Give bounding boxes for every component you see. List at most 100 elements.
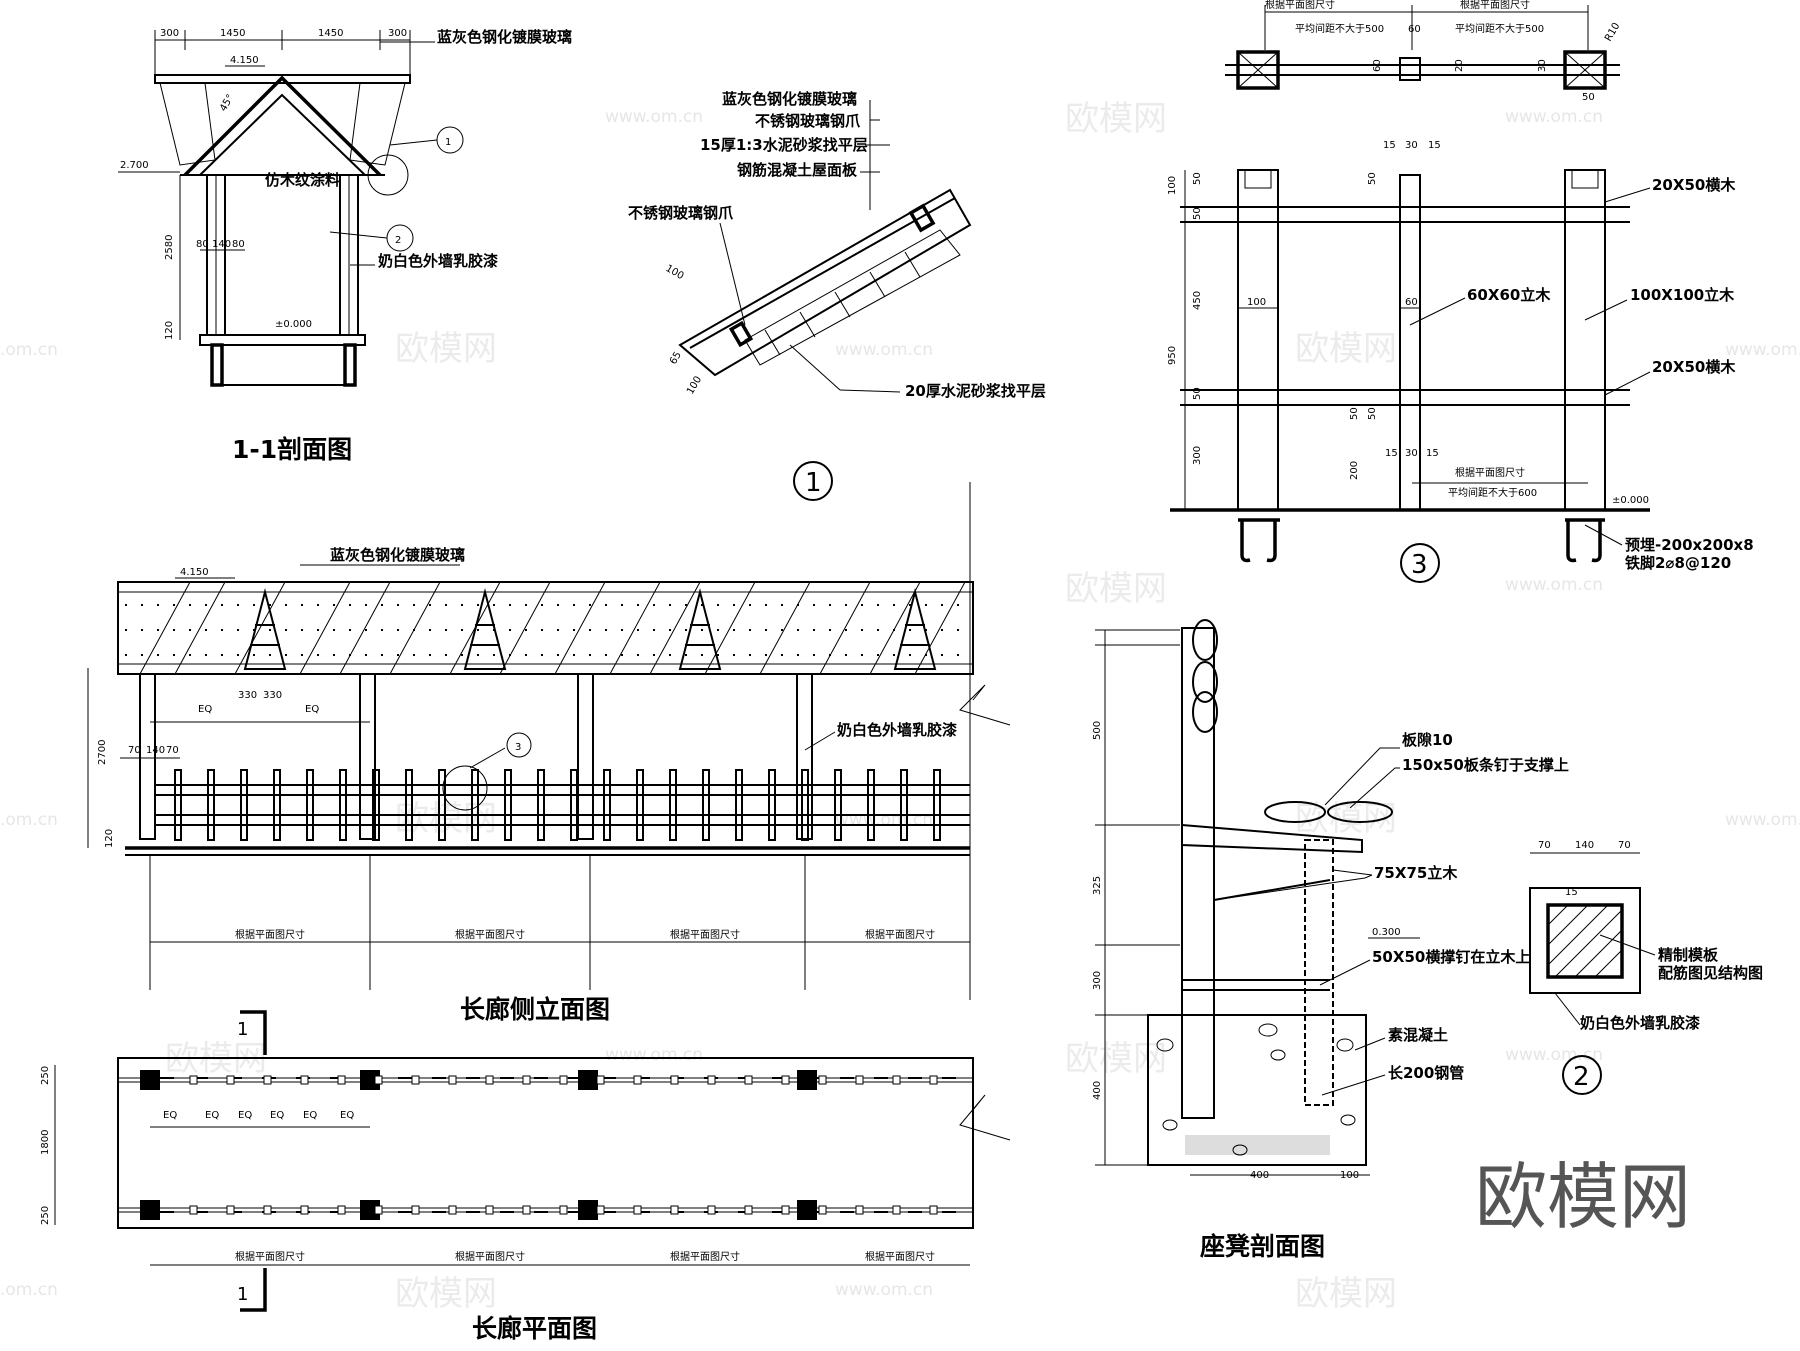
- level-label: 4.150: [230, 55, 259, 66]
- baluster: [240, 769, 248, 841]
- baluster: [405, 769, 413, 841]
- baluster: [801, 769, 809, 841]
- watermark-url: .om.cn: [0, 810, 58, 830]
- note-label: 配筋图见结构图: [1658, 964, 1763, 982]
- dim-note: 根据平面图尺寸: [865, 928, 935, 941]
- detail-mark: 2: [1573, 1062, 1590, 1092]
- baluster: [735, 769, 743, 841]
- level-label: ±0.000: [275, 319, 312, 330]
- note-label: 精制模板: [1658, 946, 1719, 964]
- dim-note: 根据平面图尺寸: [455, 928, 525, 941]
- plan-post: [855, 1205, 864, 1215]
- baluster: [636, 769, 644, 841]
- watermark-url: www.om.cn: [835, 340, 933, 360]
- plan-post: [670, 1205, 679, 1215]
- plan-post: [448, 1205, 457, 1215]
- dim-label: 140: [212, 239, 231, 250]
- ref-mark-label: 2: [395, 235, 401, 246]
- ref-mark-label: 1: [445, 137, 451, 148]
- baluster: [207, 769, 215, 841]
- dim-label: 50: [1192, 172, 1203, 185]
- level-label: ±0.000: [1612, 495, 1649, 506]
- dim-label: 30: [1405, 140, 1418, 151]
- dim-label: 300: [160, 28, 179, 39]
- baluster: [900, 769, 908, 841]
- dim-label: 300: [1192, 446, 1203, 465]
- level-label: 4.150: [180, 567, 209, 578]
- baluster: [834, 769, 842, 841]
- section-title: 长廊侧立面图: [460, 995, 610, 1024]
- baluster: [702, 769, 710, 841]
- dim-label: 50: [1349, 407, 1360, 420]
- brand-logo: 欧模网: [1475, 1155, 1691, 1239]
- dim-label: 15: [1385, 448, 1398, 459]
- plan-post: [522, 1205, 531, 1215]
- baluster: [669, 769, 677, 841]
- dim-label: 1450: [318, 28, 343, 39]
- dim-label: 20: [1454, 59, 1465, 72]
- dim-label: 50: [1192, 207, 1203, 220]
- plan-post: [892, 1075, 901, 1085]
- baluster: [471, 769, 479, 841]
- level-label: 2.700: [120, 160, 149, 171]
- plan-post: [818, 1075, 827, 1085]
- baluster: [372, 769, 380, 841]
- dim-note: 平均间距不大于500: [1295, 22, 1384, 35]
- note-label: 铁脚2⌀8@120: [1625, 554, 1731, 572]
- dim-label: 50: [1367, 407, 1378, 420]
- dim-label: EQ: [270, 1110, 284, 1121]
- section-title: 座凳剖面图: [1200, 1232, 1325, 1261]
- dim-label: EQ: [303, 1110, 317, 1121]
- dim-note: 平均间距不大于600: [1448, 486, 1537, 499]
- watermark-url: www.om.cn: [1725, 810, 1800, 830]
- note-label: 20X50横木: [1652, 176, 1736, 194]
- watermark-url: .om.cn: [0, 340, 58, 360]
- cut-label: 1: [237, 1284, 248, 1305]
- watermark-text: 欧模网: [395, 329, 497, 369]
- plan-post: [263, 1205, 272, 1215]
- note-label: 钢筋混凝土屋面板: [737, 161, 858, 179]
- note-label: 奶白色外墙乳胶漆: [1580, 1014, 1700, 1032]
- baluster: [768, 769, 776, 841]
- watermark-url: www.om.cn: [1725, 340, 1800, 360]
- side-elevation: 4.150 蓝灰色钢化镀膜玻璃: [87, 482, 1011, 1024]
- detail-1-roof-glass: 蓝灰色钢化镀膜玻璃 不锈钢玻璃钢爪 15厚1:3水泥砂浆找平层 钢筋混凝土屋面板…: [628, 90, 1046, 501]
- plan-post: [707, 1075, 716, 1085]
- dim-label: 325: [1092, 876, 1103, 895]
- note-label: 蓝灰色钢化镀膜玻璃: [330, 546, 465, 564]
- cut-label: 1: [237, 1019, 248, 1040]
- dim-label: 120: [164, 321, 175, 340]
- plan-post: [559, 1075, 568, 1085]
- section-title: 1-1剖面图: [232, 435, 352, 464]
- note-label: 蓝灰色钢化镀膜玻璃: [722, 90, 857, 108]
- dim-note: 根据平面图尺寸: [670, 1250, 740, 1263]
- note-label: 板隙10: [1402, 731, 1453, 749]
- plan-post: [670, 1075, 679, 1085]
- dim-label: 60: [1408, 24, 1421, 35]
- dim-label: 330: [263, 690, 282, 701]
- plan-post: [596, 1075, 605, 1085]
- plan-post: [226, 1205, 235, 1215]
- dim-label: 450: [1192, 291, 1203, 310]
- dim-label: 15: [1428, 140, 1441, 151]
- plan-post: [781, 1205, 790, 1215]
- note-label: 不锈钢玻璃钢爪: [628, 204, 734, 222]
- plan-post: [263, 1075, 272, 1085]
- plan-post: [744, 1075, 753, 1085]
- baluster: [504, 769, 512, 841]
- dim-label: 100: [685, 374, 704, 396]
- dim-label: 50: [1192, 387, 1203, 400]
- baluster: [273, 769, 281, 841]
- note-label: 奶白色外墙乳胶漆: [837, 721, 957, 739]
- dim-label: 15: [1426, 448, 1439, 459]
- baluster: [537, 769, 545, 841]
- dim-label: 300: [1092, 971, 1103, 990]
- dim-label: 100: [1340, 1170, 1359, 1181]
- watermarks: 欧模网 欧模网 欧模网 欧模网 欧模网 欧模网 欧模网 欧模网 欧模网 欧模网 …: [0, 99, 1800, 1314]
- dim-label: 250: [40, 1066, 51, 1085]
- plan-post: [411, 1205, 420, 1215]
- note-label: 奶白色外墙乳胶漆: [378, 252, 498, 270]
- dim-label: 330: [238, 690, 257, 701]
- dim-label: 70: [1538, 840, 1551, 851]
